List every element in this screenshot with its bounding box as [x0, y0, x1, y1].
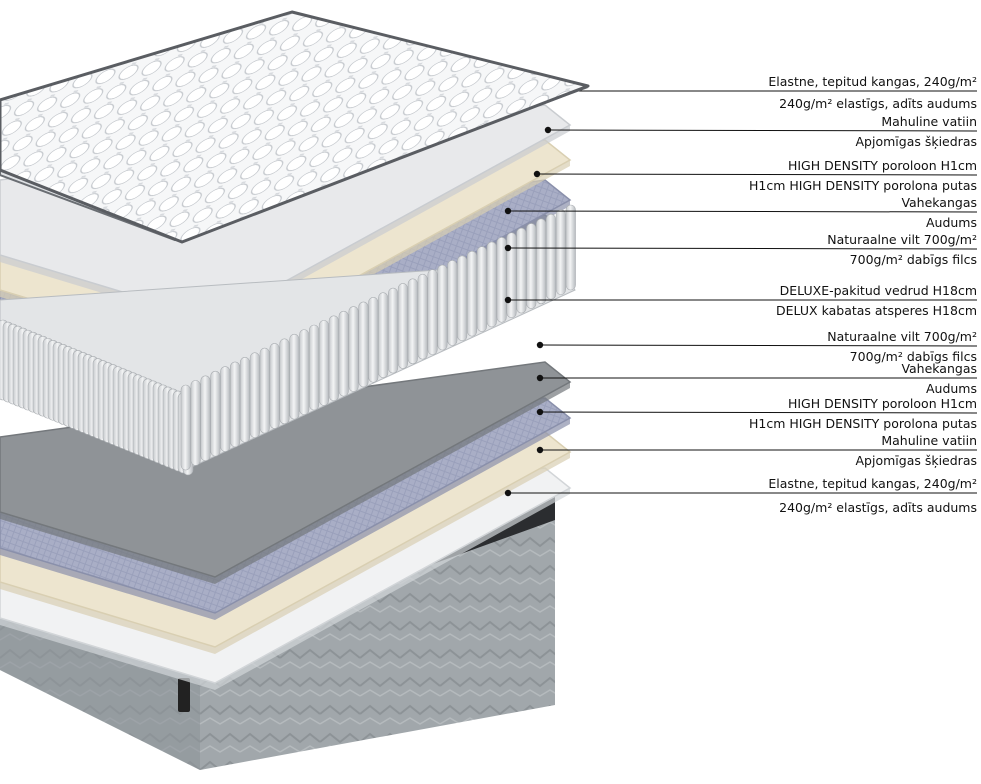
layer-label-et: HIGH DENSITY poroloon H1cm [787, 158, 977, 173]
spring-pocket [348, 306, 359, 392]
spring-pocket [269, 343, 280, 429]
spring-pocket [545, 213, 557, 300]
spring-pocket [536, 218, 547, 305]
leader-dot [504, 244, 512, 252]
layer-label-et: DELUXE-pakitud vedrud H18cm [779, 283, 977, 298]
spring-pocket [407, 278, 418, 365]
spring-pocket [289, 333, 300, 420]
spring-pocket [417, 273, 428, 360]
spring-pocket [299, 329, 310, 415]
spring-pocket [210, 370, 221, 457]
spring-pocket [526, 223, 537, 309]
layer-label-lv: H1cm HIGH DENSITY porolona putas [749, 416, 977, 431]
top-ticking-layer [0, 10, 590, 244]
layer-label-et: Mahuline vatiin [881, 433, 977, 448]
layer-label-lv: Apjomīgas šķiedras [855, 453, 978, 468]
leader-dot [536, 408, 544, 416]
spring-pocket [259, 347, 270, 434]
spring-pocket [309, 324, 320, 411]
leader-dot [536, 374, 544, 382]
layer-label-lv: 240g/m² elastīgs, adīts audums [779, 96, 977, 111]
leader-dot [504, 207, 512, 215]
leader-dot [504, 296, 512, 304]
spring-pocket [220, 366, 231, 452]
leader-dot [504, 489, 512, 497]
leader-dot [544, 126, 552, 134]
spring-pocket [397, 283, 408, 369]
leader-line [547, 129, 978, 132]
leader-dot [536, 446, 544, 454]
spring-pocket [239, 357, 251, 443]
spring-pocket [358, 301, 369, 388]
leader-dot [533, 170, 541, 178]
spring-pocket [486, 241, 497, 328]
spring-pocket [427, 269, 438, 355]
layer-label-et: HIGH DENSITY poroloon H1cm [787, 396, 977, 411]
leader-dot [536, 341, 544, 349]
leader-line [536, 173, 978, 176]
spring-pocket [190, 380, 201, 466]
spring-pocket [200, 375, 211, 462]
layer-label-lv: Audums [925, 215, 977, 230]
brand-tag [178, 678, 190, 712]
layer-label-lv: H1cm HIGH DENSITY porolona putas [749, 178, 977, 193]
spring-pocket [378, 292, 389, 378]
spring-pocket [338, 310, 349, 397]
spring-pocket [437, 264, 448, 351]
spring-pocket [565, 204, 576, 291]
layer-label-et: Naturaalne vilt 700g/m² [827, 329, 977, 344]
layer-label-lv: DELUX kabatas atsperes H18cm [776, 303, 977, 318]
spring-pocket [318, 320, 330, 406]
spring-pocket [447, 260, 458, 346]
layer-label-lv: 700g/m² dabīgs filcs [849, 252, 977, 267]
spring-pocket [466, 250, 478, 337]
spring-pocket [457, 255, 468, 342]
pocket-springs-layer [0, 204, 576, 476]
spring-pocket [180, 384, 191, 471]
spring-pocket [555, 209, 566, 295]
spring-pocket [506, 232, 517, 318]
spring-pocket [279, 338, 290, 425]
spring-pocket [328, 315, 339, 402]
layer-label-lv: Apjomīgas šķiedras [855, 134, 978, 149]
layer-label-et: Mahuline vatiin [881, 114, 977, 129]
layer-label-et: Elastne, tepitud kangas, 240g/m² [768, 74, 977, 89]
leader-line [539, 344, 978, 347]
layer-label-lv: 240g/m² elastīgs, adīts audums [779, 500, 977, 515]
spring-pocket [496, 237, 507, 323]
layer-label-et: Vahekangas [901, 195, 977, 210]
spring-pocket [516, 227, 527, 314]
leader-line [539, 411, 978, 414]
layer-label-lv: 700g/m² dabīgs filcs [849, 349, 977, 364]
spring-pocket [249, 352, 260, 438]
layer-label-et: Vahekangas [901, 361, 977, 376]
layer-label-et: Naturaalne vilt 700g/m² [827, 232, 977, 247]
spring-pocket [230, 361, 241, 448]
leader-lines [504, 87, 978, 497]
leader-line [507, 210, 978, 213]
spring-pocket [368, 297, 379, 383]
spring-pocket [476, 246, 487, 332]
layer-label-lv: Audums [925, 381, 977, 396]
leader-line [507, 247, 978, 250]
layer-label-et: Elastne, tepitud kangas, 240g/m² [768, 476, 977, 491]
spring-pocket [388, 287, 399, 374]
